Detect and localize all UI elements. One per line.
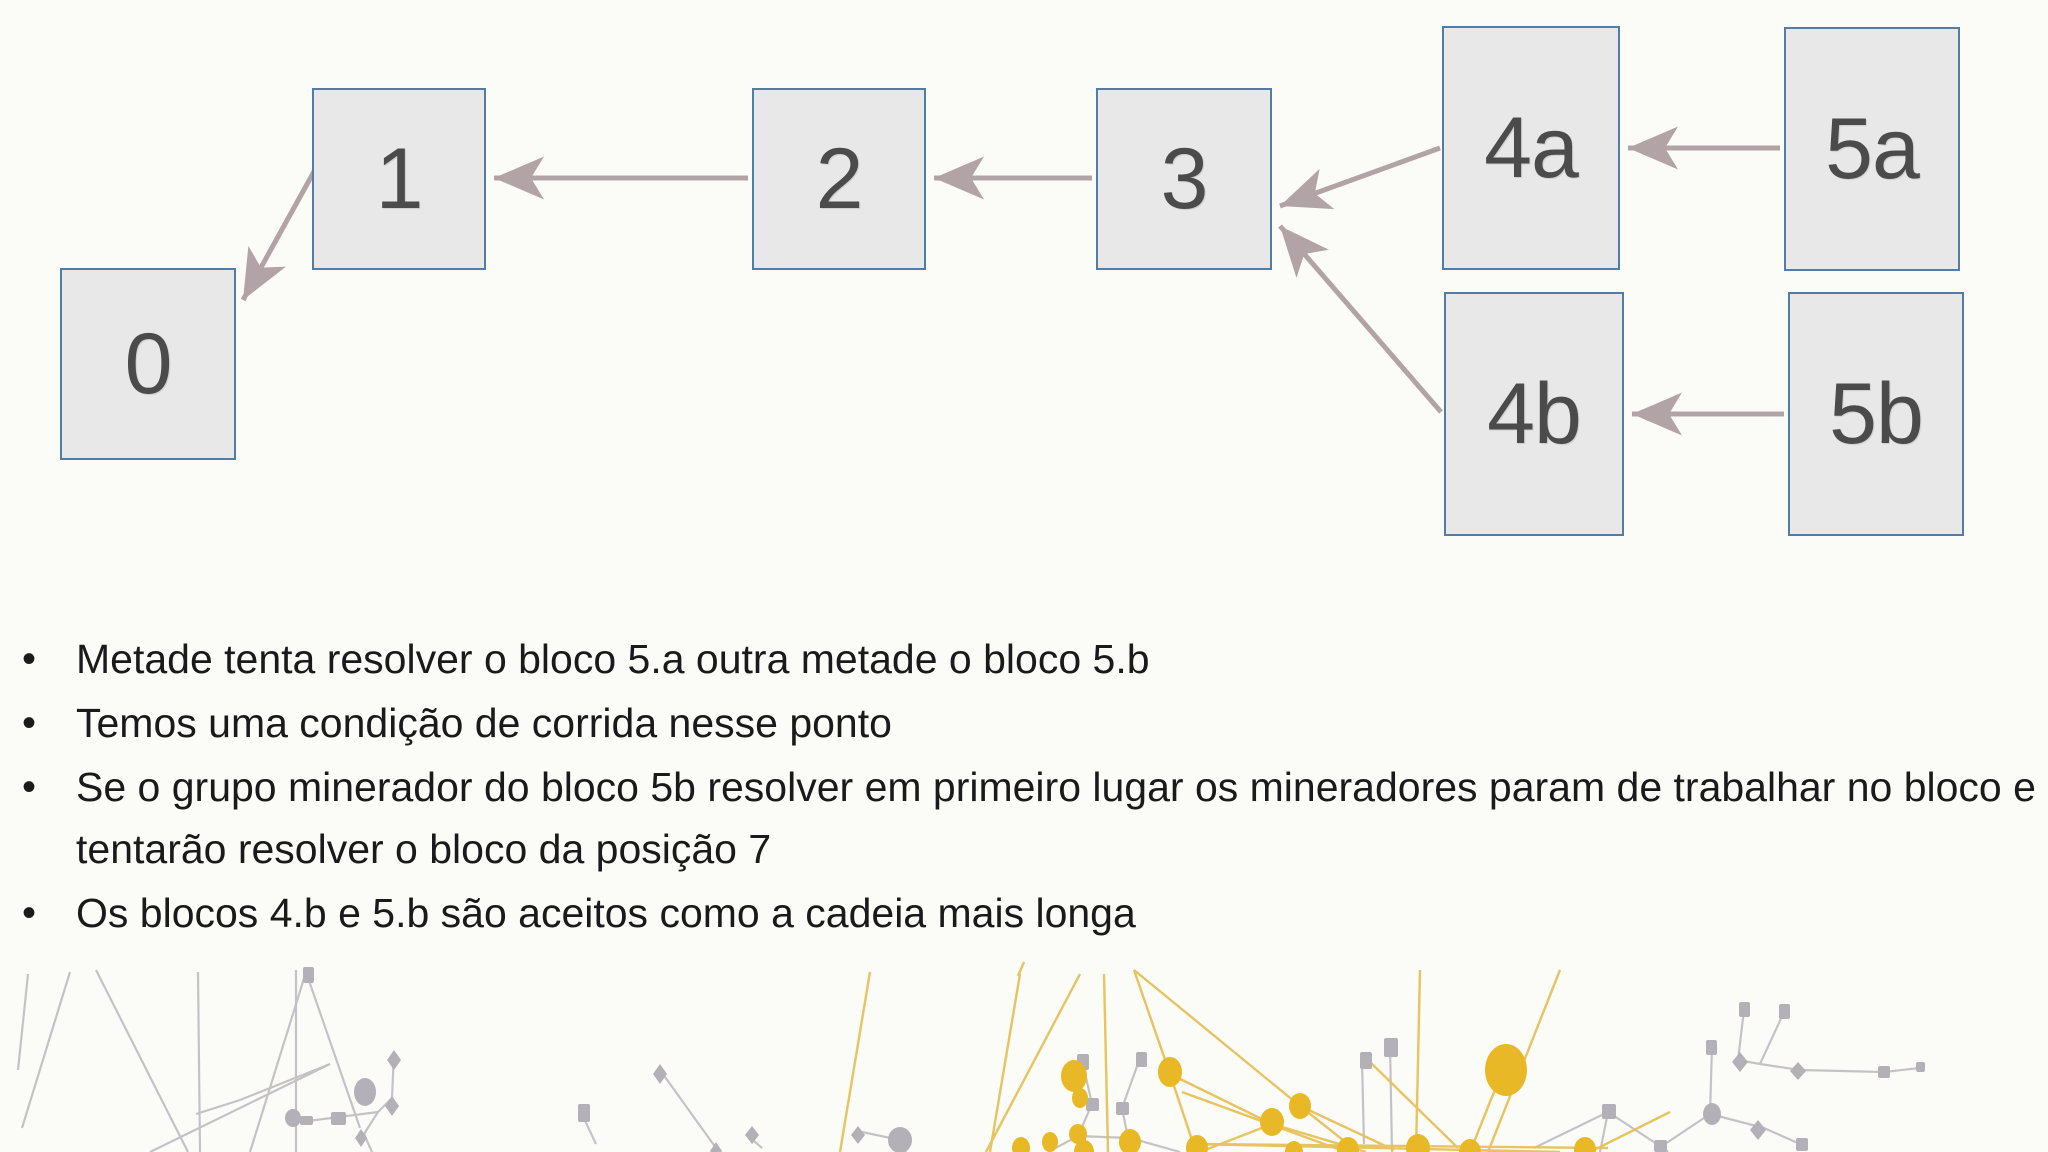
block-2[interactable]: 2 bbox=[752, 88, 926, 270]
bullet-item: • Temos uma condição de corrida nesse po… bbox=[0, 692, 2048, 754]
bullet-text: Temos uma condição de corrida nesse pont… bbox=[76, 700, 892, 746]
block-3[interactable]: 3 bbox=[1096, 88, 1272, 270]
block-4a-label: 4a bbox=[1484, 100, 1579, 196]
network-gold-nodes bbox=[1012, 1044, 1596, 1152]
network-gray-nodes bbox=[285, 967, 1925, 1152]
bullet-marker-icon: • bbox=[22, 891, 37, 935]
block-4b-label: 4b bbox=[1487, 366, 1582, 462]
block-5a-label: 5a bbox=[1825, 101, 1920, 197]
blockchain-diagram: 0 1 2 3 4a 5a 4b 5b bbox=[60, 26, 1964, 536]
block-0[interactable]: 0 bbox=[60, 268, 236, 460]
block-4b[interactable]: 4b bbox=[1444, 292, 1624, 536]
arrow-4b-to-3 bbox=[1278, 224, 1443, 414]
bullet-text: Os blocos 4.b e 5.b são aceitos como a c… bbox=[76, 890, 1136, 936]
bullet-item: • Metade tenta resolver o bloco 5.a outr… bbox=[0, 628, 2048, 690]
decorative-network-graphic bbox=[0, 952, 2048, 1152]
block-0-label: 0 bbox=[124, 316, 173, 412]
bullet-item: • Se o grupo minerador do bloco 5b resol… bbox=[0, 756, 2048, 880]
bullet-marker-icon: • bbox=[22, 637, 37, 681]
bullet-item: • Os blocos 4.b e 5.b são aceitos como a… bbox=[0, 882, 2048, 944]
arrow-4a-to-3 bbox=[1279, 145, 1441, 210]
block-2-label: 2 bbox=[815, 131, 864, 227]
block-3-label: 3 bbox=[1160, 131, 1209, 227]
network-svg bbox=[16, 961, 1925, 1152]
bullet-text: Se o grupo minerador do bloco 5b resolve… bbox=[76, 764, 2036, 872]
bullet-list: • Metade tenta resolver o bloco 5.a outr… bbox=[0, 628, 2048, 946]
block-5a[interactable]: 5a bbox=[1784, 27, 1960, 271]
block-1[interactable]: 1 bbox=[312, 88, 486, 270]
block-5b[interactable]: 5b bbox=[1788, 292, 1964, 536]
bullet-marker-icon: • bbox=[22, 765, 37, 809]
block-5b-label: 5b bbox=[1829, 366, 1924, 462]
block-4a[interactable]: 4a bbox=[1442, 26, 1620, 270]
bullet-text: Metade tenta resolver o bloco 5.a outra … bbox=[76, 636, 1150, 682]
bullet-marker-icon: • bbox=[22, 701, 37, 745]
network-gold-edges bbox=[838, 961, 1671, 1152]
arrow-layer bbox=[240, 126, 1784, 436]
arrow-1-to-0 bbox=[240, 166, 319, 302]
block-1-label: 1 bbox=[375, 131, 424, 227]
